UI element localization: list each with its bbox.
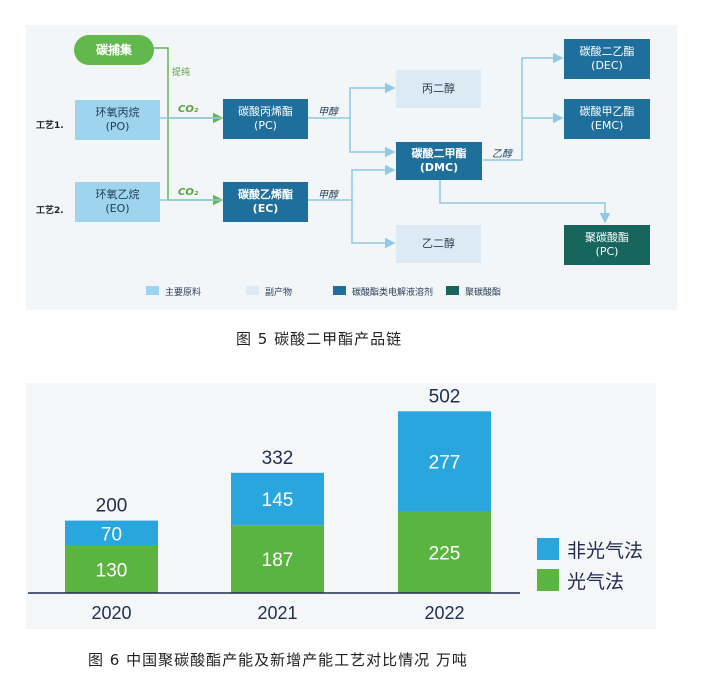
total-label-2021: 332 xyxy=(262,448,294,469)
eo-name: 环氧乙烷 xyxy=(95,188,140,201)
process1-label: 工艺1. xyxy=(36,121,64,131)
emc-node: 碳酸甲乙酯 (EMC) xyxy=(564,99,650,139)
po-node: 环氧丙烷 (PO) xyxy=(75,100,160,140)
legend-swatch-nonphosgene xyxy=(537,538,559,560)
bar-segment-phosgene-2020 xyxy=(65,545,158,593)
data-label-phosgene-2020: 130 xyxy=(96,560,128,581)
eo-abbr: (EO) xyxy=(105,202,130,215)
bar-segment-phosgene-2022 xyxy=(398,511,491,593)
data-label-nonphosgene-2021: 145 xyxy=(262,490,294,511)
dmc-node: 碳酸二甲酯 (DMC) xyxy=(396,142,482,180)
bar-segment-phosgene-2021 xyxy=(231,525,324,593)
co2-label-1: CO₂ xyxy=(178,104,199,115)
bar-segment-nonphosgene-2022 xyxy=(398,411,491,512)
eo-node: 环氧乙烷 (EO) xyxy=(75,182,160,222)
dmc-abbr: (DMC) xyxy=(419,161,459,174)
legend-swatch-raw xyxy=(146,286,159,295)
emc-name: 碳酸甲乙酯 xyxy=(579,105,635,118)
legend-swatch-solvent xyxy=(333,286,346,295)
data-label-phosgene-2022: 225 xyxy=(429,543,461,564)
process2-label: 工艺2. xyxy=(36,206,64,216)
po-abbr: (PO) xyxy=(105,120,130,133)
legend-raw: 主要原料 xyxy=(165,288,202,298)
dec-name: 碳酸二乙酯 xyxy=(579,45,635,58)
dec-node: 碳酸二乙酯 (DEC) xyxy=(564,39,650,79)
ethylene-glycol-node: 乙二醇 xyxy=(396,225,481,263)
total-label-2022: 502 xyxy=(429,386,461,407)
carbon-capture-label: 碳捕集 xyxy=(95,43,132,57)
legend-swatch-phosgene xyxy=(537,569,559,591)
ethylene-glycol-label: 乙二醇 xyxy=(422,237,455,250)
x-tick-2022: 2022 xyxy=(424,603,464,623)
ec-abbr: (EC) xyxy=(252,202,279,215)
polycarbonate-name: 聚碳酸酯 xyxy=(585,231,629,244)
legend-solvent: 碳酸酯类电解液溶剂 xyxy=(352,288,434,298)
co2-label-2: CO₂ xyxy=(178,187,199,198)
legend-label-phosgene: 光气法 xyxy=(567,571,624,593)
bar-segment-nonphosgene-2021 xyxy=(231,472,324,526)
data-label-nonphosgene-2022: 277 xyxy=(429,452,461,473)
polycarbonate-node: 聚碳酸酯 (PC) xyxy=(564,225,650,265)
emc-abbr: (EMC) xyxy=(590,119,624,132)
legend-swatch-byproduct xyxy=(246,286,259,295)
data-label-phosgene-2021: 187 xyxy=(262,550,294,571)
propylene-glycol-label: 丙二醇 xyxy=(422,82,455,95)
propylene-glycol-node: 丙二醇 xyxy=(396,70,481,108)
legend-label-nonphosgene: 非光气法 xyxy=(567,540,643,562)
purify-label: 提纯 xyxy=(172,68,191,78)
ec-name: 碳酸乙烯酯 xyxy=(238,188,293,201)
ethanol-label: 乙醇 xyxy=(492,149,512,160)
carbon-capture-node: 碳捕集 xyxy=(74,35,154,65)
pc-ester-abbr: (PC) xyxy=(254,119,277,132)
data-label-nonphosgene-2020: 70 xyxy=(101,524,122,545)
figure6-caption: 图 6 中国聚碳酸酯产能及新增产能工艺对比情况 万吨 xyxy=(88,651,468,669)
legend-byproduct: 副产物 xyxy=(265,288,293,298)
dmc-name: 碳酸二甲酯 xyxy=(411,147,467,160)
methanol-label-1: 甲醇 xyxy=(318,107,338,118)
capacity-bar-chart: 130 70 200 2020 187 145 332 2021 225 277 502 2022 非光… xyxy=(28,386,643,623)
total-label-2020: 200 xyxy=(96,496,128,517)
x-tick-2020: 2020 xyxy=(91,603,131,623)
dec-abbr: (DEC) xyxy=(591,59,623,72)
bar-segment-nonphosgene-2020 xyxy=(65,520,158,546)
legend-polymer: 聚碳酸酯 xyxy=(465,288,502,298)
pc-ester-name: 碳酸丙烯酯 xyxy=(238,105,293,118)
ec-node: 碳酸乙烯酯 (EC) xyxy=(223,182,308,222)
methanol-label-2: 甲醇 xyxy=(318,190,338,201)
legend-swatch-polymer xyxy=(446,286,459,295)
product-chain-arrows xyxy=(152,47,611,249)
polycarbonate-abbr: (PC) xyxy=(595,245,619,258)
pc-ester-node: 碳酸丙烯酯 (PC) xyxy=(223,99,308,139)
po-name: 环氧丙烷 xyxy=(95,106,140,119)
x-tick-2021: 2021 xyxy=(257,603,297,623)
figure5-caption: 图 5 碳酸二甲酯产品链 xyxy=(236,330,403,348)
